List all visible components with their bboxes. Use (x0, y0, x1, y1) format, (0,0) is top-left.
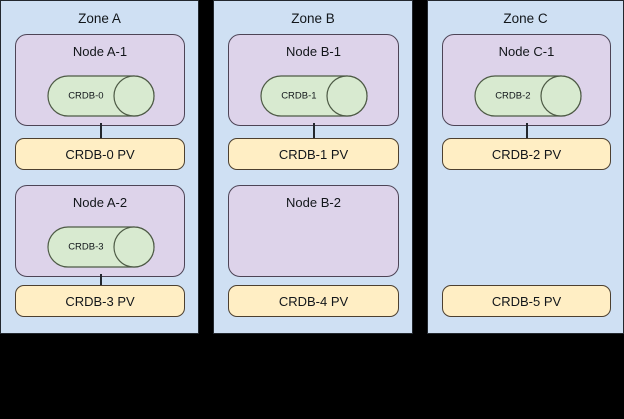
pv-crdb-0: CRDB-0 PV (15, 138, 185, 170)
pv-crdb-5-label: CRDB-5 PV (491, 293, 562, 309)
pv-crdb-2: CRDB-2 PV (442, 138, 611, 170)
pv-crdb-2-label: CRDB-2 PV (491, 146, 562, 162)
zone-b: Zone B Node B-1 CRDB-1 CRDB-1 PV Node B-… (213, 0, 413, 334)
node-b-2-title: Node B-2 (286, 195, 341, 210)
connector-c-1 (526, 123, 528, 139)
cylinder-icon (474, 75, 582, 117)
pv-crdb-4: CRDB-4 PV (228, 285, 399, 317)
pv-crdb-3-label: CRDB-3 PV (65, 293, 135, 309)
node-a-2-title: Node A-2 (72, 195, 128, 210)
connector-b-1 (313, 123, 315, 139)
zone-a-title: Zone A (78, 11, 121, 26)
pv-crdb-0-label: CRDB-0 PV (65, 146, 135, 162)
zone-c: Zone C Node C-1 CRDB-2 CRDB-2 PV CRDB-5 … (427, 0, 624, 334)
pod-crdb-3: CRDB-3 (47, 226, 155, 268)
pv-crdb-1: CRDB-1 PV (228, 138, 399, 170)
pv-crdb-1-label: CRDB-1 PV (278, 146, 349, 162)
node-a-1: Node A-1 CRDB-0 (15, 34, 185, 126)
zone-b-title: Zone B (291, 11, 335, 26)
zone-c-title: Zone C (503, 11, 548, 26)
cylinder-icon (260, 75, 368, 117)
cylinder-icon (47, 226, 155, 268)
pv-crdb-5: CRDB-5 PV (442, 285, 611, 317)
pv-crdb-3: CRDB-3 PV (15, 285, 185, 317)
pod-crdb-0: CRDB-0 (47, 75, 155, 117)
node-c-1: Node C-1 CRDB-2 (442, 34, 611, 126)
cylinder-icon (47, 75, 155, 117)
node-c-1-title: Node C-1 (498, 44, 555, 59)
pod-crdb-2: CRDB-2 (474, 75, 582, 117)
connector-a-2 (100, 274, 102, 290)
node-a-2: Node A-2 CRDB-3 (15, 185, 185, 277)
node-b-1: Node B-1 CRDB-1 (228, 34, 399, 126)
zone-a: Zone A Node A-1 CRDB-0 CRDB-0 PV Node A-… (0, 0, 199, 334)
pod-crdb-1: CRDB-1 (260, 75, 368, 117)
node-a-1-title: Node A-1 (72, 44, 128, 59)
node-b-1-title: Node B-1 (286, 44, 341, 59)
connector-a-1 (100, 123, 102, 139)
pv-crdb-4-label: CRDB-4 PV (278, 293, 349, 309)
node-b-2: Node B-2 (228, 185, 399, 277)
